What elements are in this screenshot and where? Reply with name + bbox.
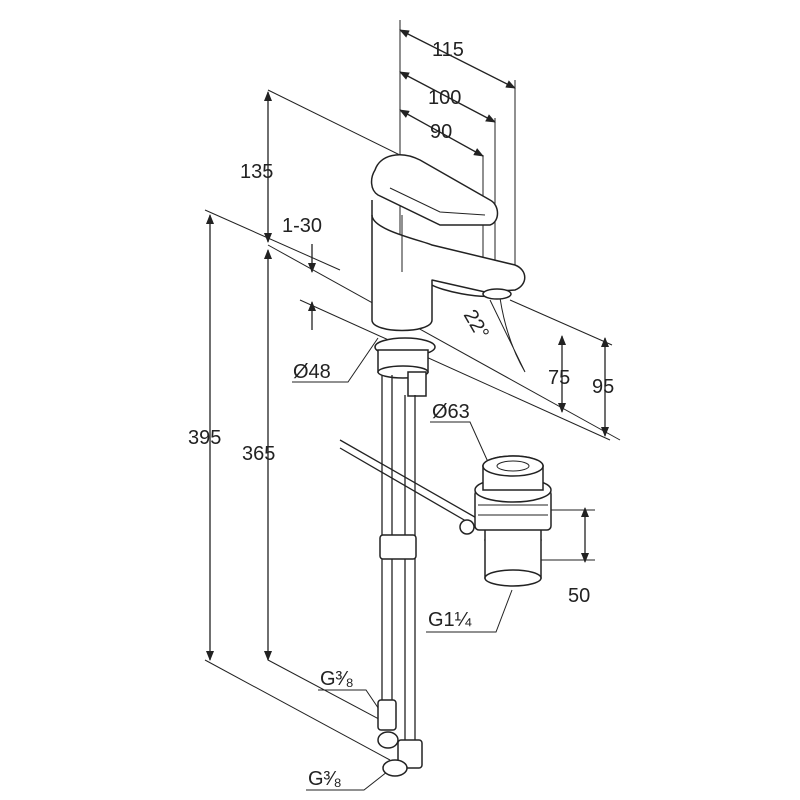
faucet xyxy=(370,154,526,397)
popup-rod xyxy=(339,439,481,535)
dimension-labels: 115 100 90 135 1-30 22° 75 95 Ø48 395 36… xyxy=(188,39,614,790)
label-overall-reach: 115 xyxy=(432,39,464,61)
label-spout-reach: 100 xyxy=(428,87,461,109)
label-waste-thread: G1¼ xyxy=(428,609,472,631)
waste-valve xyxy=(474,455,552,587)
supply-hoses xyxy=(377,375,423,777)
label-outlet-reach: 90 xyxy=(430,121,452,143)
label-waste-diameter: Ø63 xyxy=(432,401,470,423)
label-total-length: 395 xyxy=(188,427,221,449)
label-connection-lower: G³⁄₈ xyxy=(308,768,342,790)
label-hose-length: 365 xyxy=(242,443,275,465)
label-body-diameter: Ø48 xyxy=(293,361,331,383)
label-outlet-height: 75 xyxy=(548,367,570,389)
dimension-lines xyxy=(206,29,609,661)
label-spout-height: 95 xyxy=(592,376,614,398)
leader-lines xyxy=(292,337,513,791)
label-height-above-deck: 135 xyxy=(240,161,273,183)
label-angle: 22° xyxy=(459,306,493,343)
label-waste-height: 50 xyxy=(568,585,590,607)
label-deck-thickness: 1-30 xyxy=(282,215,322,237)
label-connection-upper: G³⁄₈ xyxy=(320,668,354,690)
